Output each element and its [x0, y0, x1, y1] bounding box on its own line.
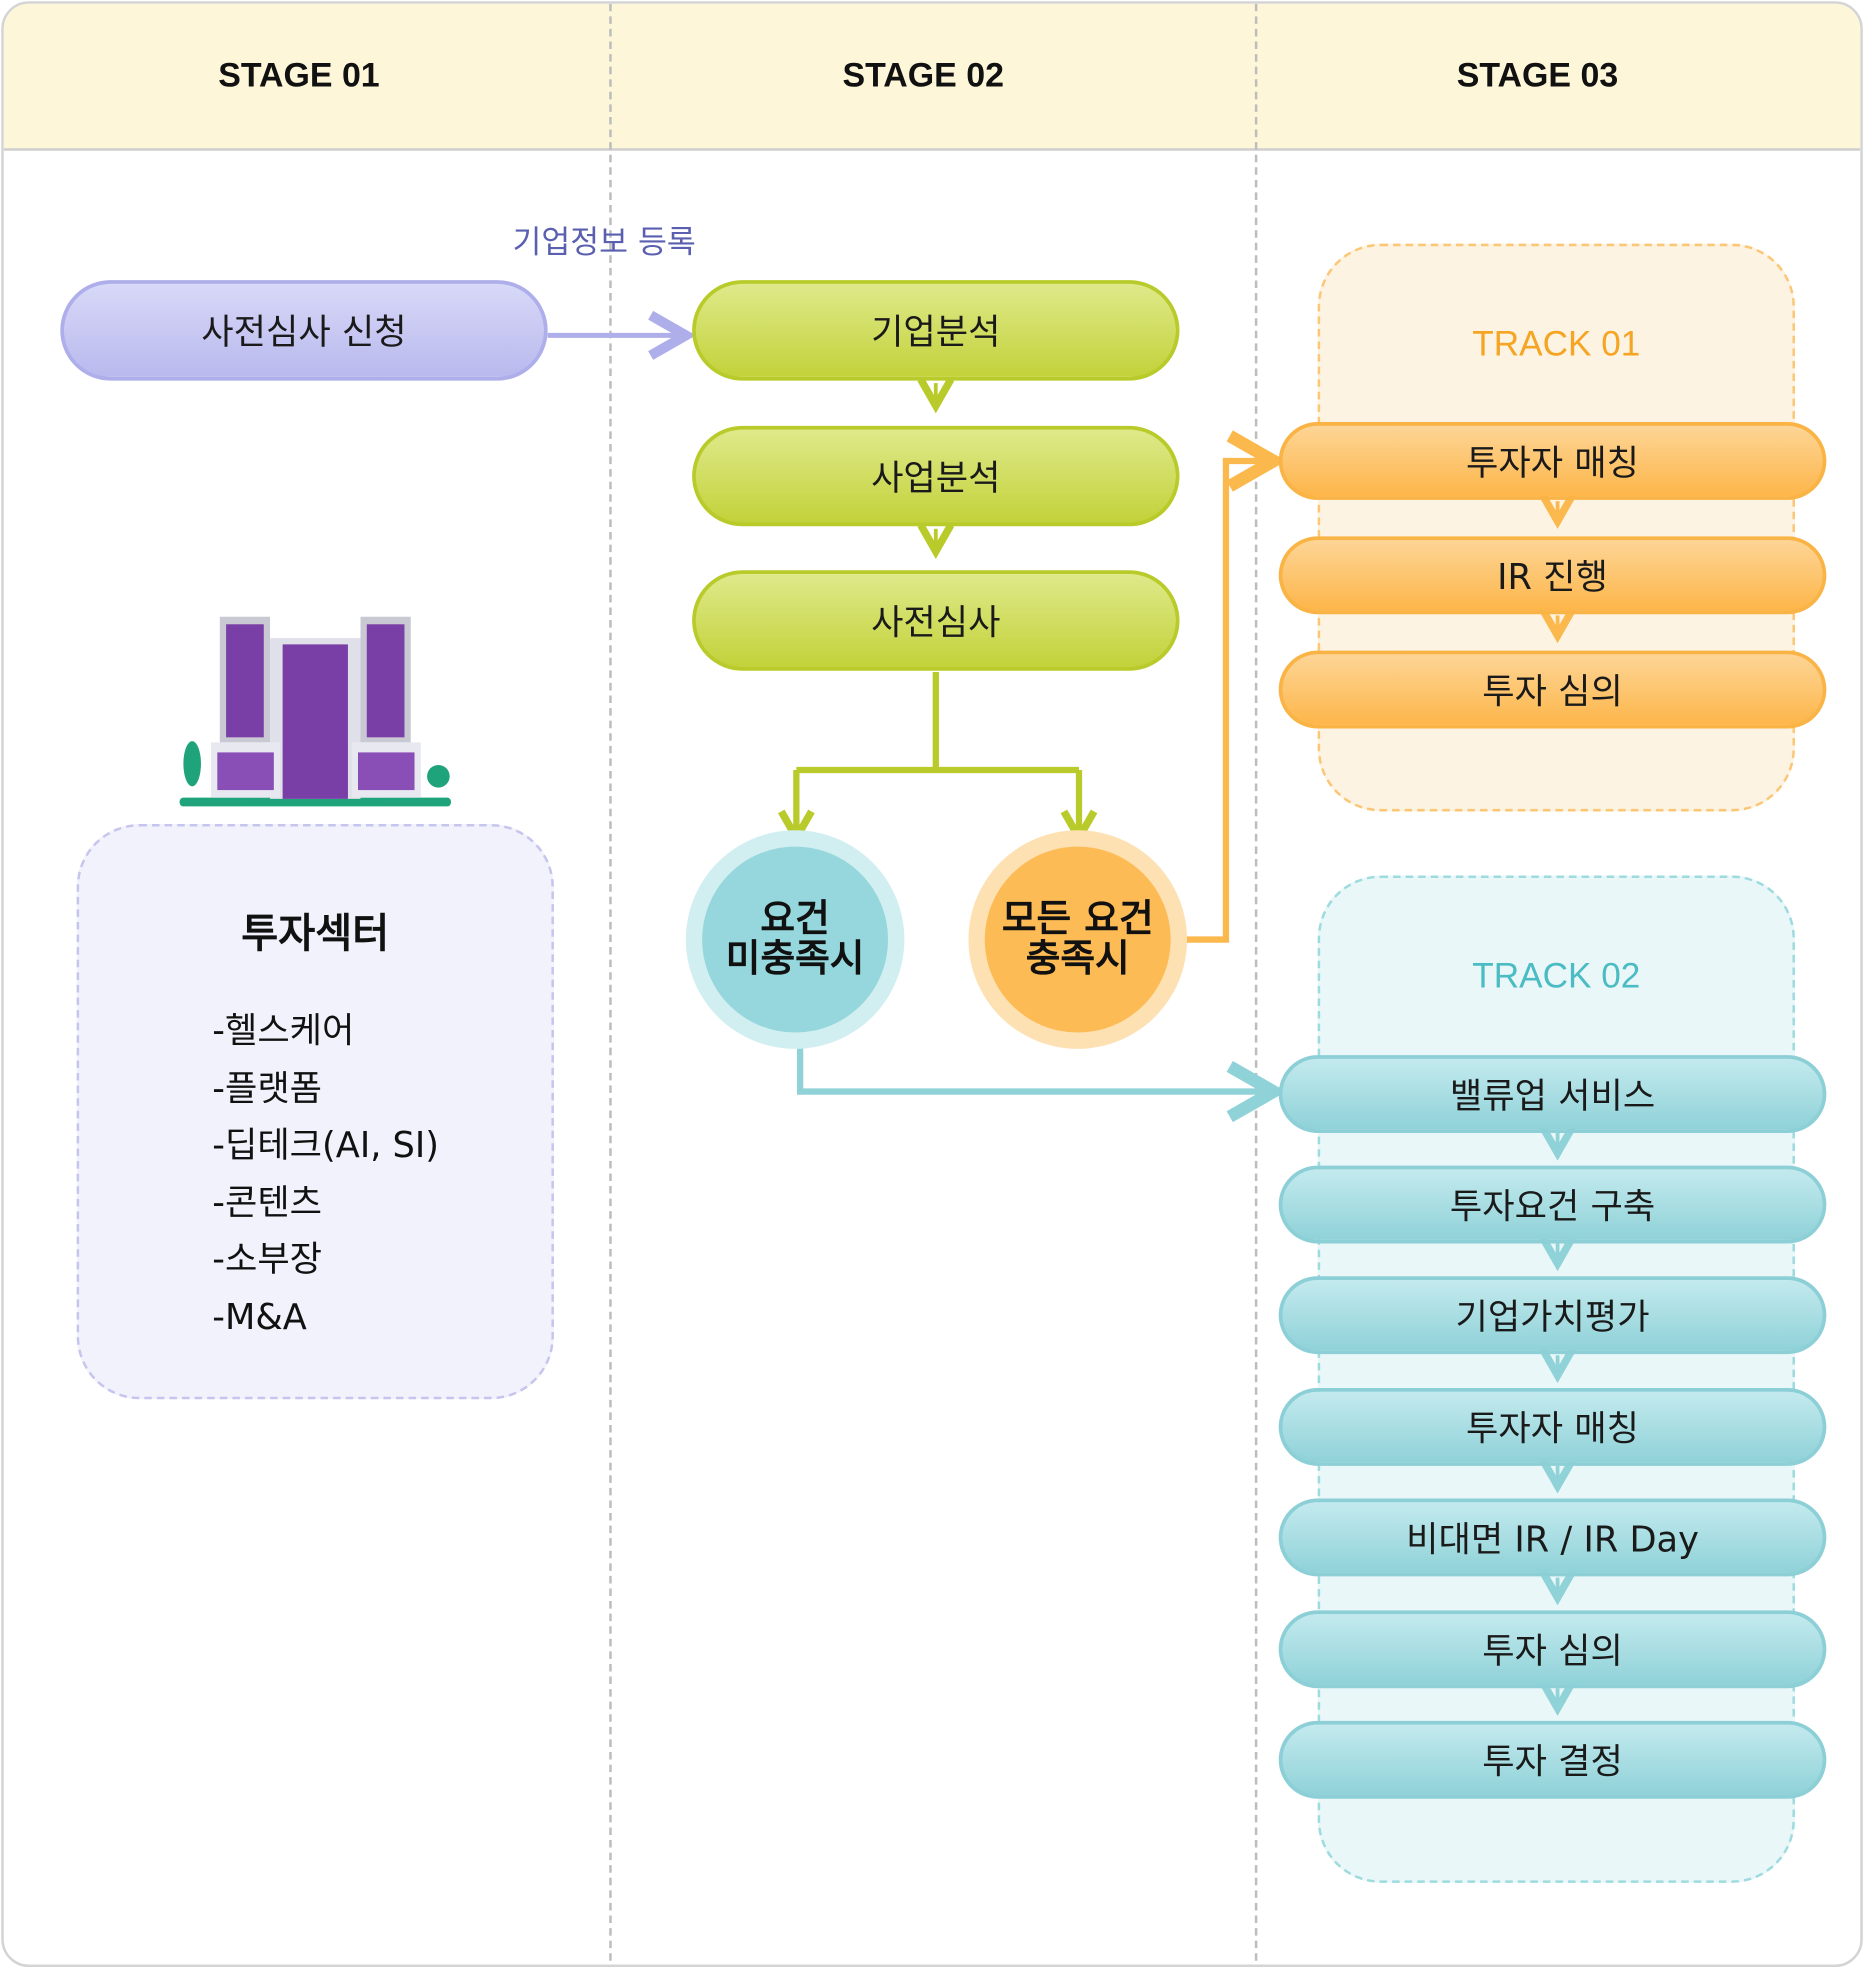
sector-title: 투자섹터	[241, 909, 390, 958]
arrow-to-track2	[796, 1033, 1274, 1092]
investment-sector-box: 투자섹터 -헬스케어 -플랫폼 -딥테크(AI, SI) -콘텐츠 -소부장 -…	[76, 824, 554, 1400]
unmet-label: 미충족시	[725, 937, 865, 982]
connector-lines	[179, 4, 1863, 1967]
track2-step: 투자요건 구축	[1278, 1165, 1827, 1244]
track-02-label: TRACK 02	[1472, 955, 1641, 995]
track2-step: 밸류업 서비스	[1278, 1055, 1827, 1134]
building-illustration	[179, 616, 451, 807]
pre-review-apply-button[interactable]: 사전심사 신청	[60, 280, 548, 381]
stage-02-label: STAGE 02	[842, 56, 1004, 95]
unmet-label: 요건	[760, 896, 830, 941]
branch-lines	[793, 672, 1083, 838]
met-label: 모든 요건	[1001, 896, 1154, 941]
track2-step: 투자 심의	[1278, 1610, 1827, 1689]
track2-step: 기업가치평가	[1278, 1276, 1827, 1355]
track1-step: 투자 심의	[1278, 650, 1827, 729]
sector-item: -소부장	[212, 1238, 323, 1280]
track2-step: 비대면 IR / IR Day	[1278, 1498, 1827, 1577]
stage-header: STAGE 01 STAGE 02 STAGE 03	[3, 3, 1861, 151]
track2-step: 투자자 매칭	[1278, 1387, 1827, 1466]
sector-item: -콘텐츠	[212, 1181, 323, 1223]
sector-list: -헬스케어 -플랫폼 -딥테크(AI, SI) -콘텐츠 -소부장 -M&A	[212, 1002, 439, 1345]
sector-item: -딥테크(AI, SI)	[212, 1124, 439, 1166]
track-01-label: TRACK 01	[1472, 324, 1641, 364]
sector-item: -플랫폼	[212, 1067, 323, 1109]
column-divider	[609, 3, 612, 1965]
company-analysis-step: 기업분석	[692, 280, 1180, 381]
track1-step: 투자자 매칭	[1278, 422, 1827, 500]
track1-step: IR 진행	[1278, 536, 1827, 615]
business-analysis-step: 사업분석	[692, 425, 1180, 527]
register-info-label: 기업정보 등록	[512, 223, 696, 261]
stage-03-label: STAGE 03	[1456, 56, 1619, 95]
column-divider	[1254, 3, 1258, 1965]
arrow-to-track1	[1171, 461, 1274, 943]
track2-step: 투자 결정	[1278, 1720, 1827, 1799]
met-label: 충족시	[1025, 937, 1130, 982]
stage-01-label: STAGE 01	[218, 56, 380, 95]
pre-review-step: 사전심사	[692, 570, 1180, 671]
sector-item: -헬스케어	[212, 1009, 355, 1052]
sector-item: -M&A	[212, 1295, 307, 1338]
